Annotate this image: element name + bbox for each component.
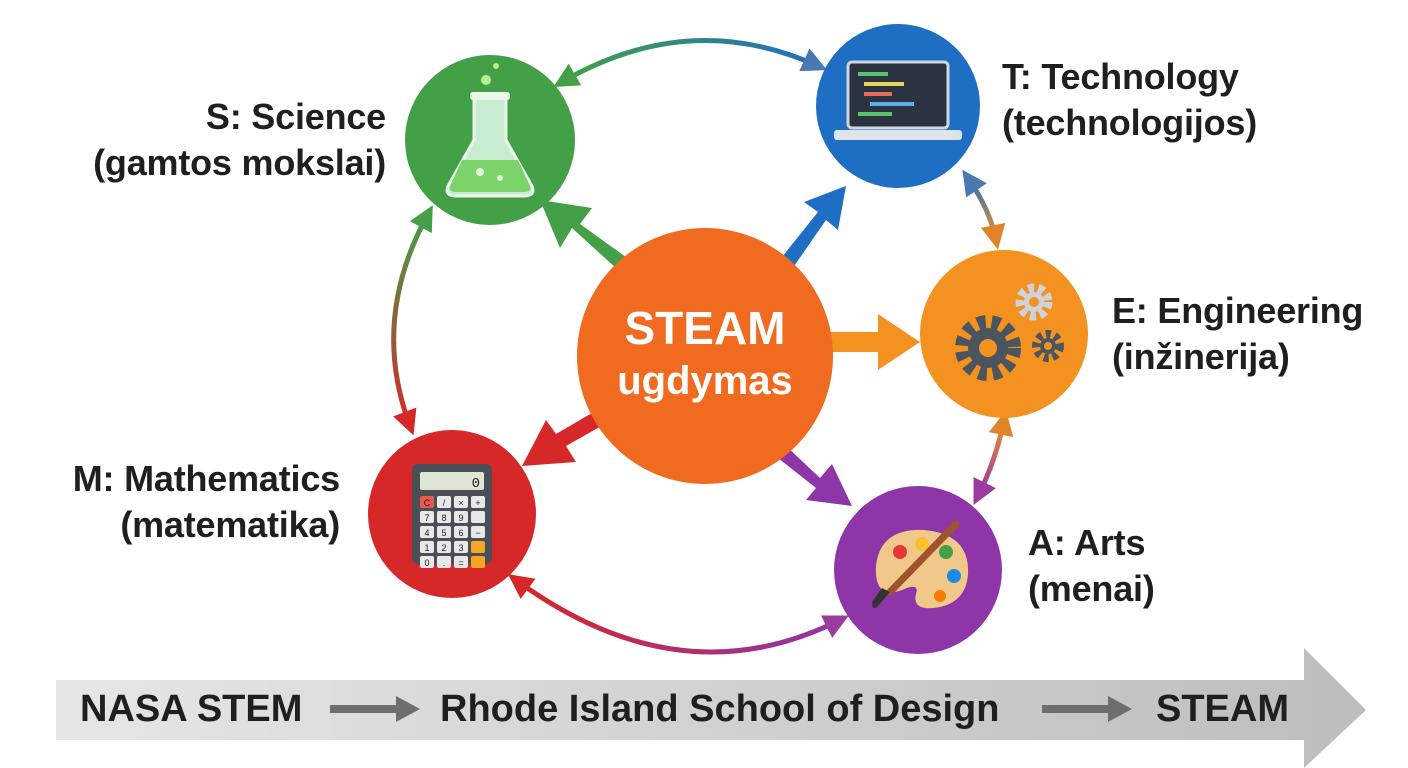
calculator-key	[454, 541, 468, 553]
calculator-key	[437, 541, 451, 553]
science-node	[405, 55, 575, 225]
calculator-key	[454, 511, 468, 523]
calculator-key-label: 0	[424, 558, 429, 568]
laptop-icon	[834, 60, 962, 140]
calculator-key	[420, 511, 434, 523]
calculator-key	[420, 541, 434, 553]
flask-icon	[445, 63, 535, 198]
calculator-key-label: 8	[441, 513, 446, 523]
calculator-key-label: C	[424, 498, 431, 508]
timeline-step-steam: STEAM	[1156, 688, 1289, 730]
arrow-center-to-engineering	[830, 314, 920, 370]
engineering-node	[920, 250, 1088, 418]
timeline-bar	[56, 648, 1366, 768]
mathematics-title: M: Mathematics	[72, 458, 340, 499]
calculator-key	[420, 496, 434, 508]
calculator-key	[454, 526, 468, 538]
engineering-title: E: Engineering	[1112, 290, 1364, 331]
arrow-center-to-arts	[778, 446, 852, 506]
calculator-key	[420, 526, 434, 538]
technology-subtitle: (technologijos)	[1002, 102, 1257, 143]
calculator-key	[437, 556, 451, 568]
calculator-key	[471, 541, 485, 553]
calculator-key-label: 1	[424, 543, 429, 553]
calculator-key-label: 5	[441, 528, 446, 538]
calculator-key-label: 7	[424, 513, 429, 523]
center-subtitle: ugdymas	[617, 359, 793, 403]
arts-title: A: Arts	[1028, 522, 1146, 563]
technology-label: T: Technology (technologijos)	[1002, 54, 1257, 146]
mathematics-label: M: Mathematics (matematika)	[73, 456, 340, 548]
calculator-icon: 0 C / × +7 8 9 4 5 6 − 1 2 3 0. =	[412, 464, 492, 568]
timeline-arrow-2	[1042, 696, 1132, 722]
calculator-key	[420, 556, 434, 568]
connector-arts-mathematics	[507, 574, 849, 655]
calculator-key-label: 4	[424, 528, 429, 538]
calculator-key	[471, 556, 485, 568]
science-title: S: Science	[205, 96, 386, 137]
center-node	[577, 228, 833, 484]
arts-label: A: Arts (menai)	[1028, 520, 1155, 612]
center-label: STEAM ugdymas	[578, 300, 832, 406]
timeline-arrow-1	[330, 696, 420, 722]
center-title: STEAM	[624, 302, 786, 354]
calculator-key-label: .	[443, 558, 446, 568]
palette-icon	[872, 520, 969, 609]
connector-science-technology	[553, 38, 828, 88]
calculator-key	[437, 526, 451, 538]
arts-node	[834, 486, 1002, 654]
calculator-key-label: −	[475, 528, 480, 538]
calculator-key-label: +	[475, 498, 480, 508]
arts-subtitle: (menai)	[1028, 568, 1155, 609]
science-subtitle: (gamtos mokslai)	[93, 142, 386, 183]
engineering-subtitle: (inžinerija)	[1112, 336, 1290, 377]
calculator-key-label: =	[458, 558, 463, 568]
science-label: S: Science (gamtos mokslai)	[93, 94, 386, 186]
engineering-label: E: Engineering (inžinerija)	[1112, 288, 1363, 380]
mathematics-subtitle: (matematika)	[120, 504, 340, 545]
calculator-key-label: /	[443, 498, 446, 508]
timeline-step-nasa: NASA STEM	[80, 688, 303, 730]
mathematics-node: 0 C / × +7 8 9 4 5 6 − 1 2 3 0. =	[368, 430, 536, 598]
calculator-key-label: 9	[458, 513, 463, 523]
arrow-center-to-mathematics	[522, 406, 612, 466]
technology-title: T: Technology	[1002, 56, 1239, 97]
calculator-key	[437, 496, 451, 508]
calculator-key	[471, 496, 485, 508]
technology-node	[816, 24, 980, 188]
calculator-key-label: 3	[458, 543, 463, 553]
calculator-key	[454, 556, 468, 568]
arrow-center-to-technology	[778, 186, 846, 272]
calculator-key	[471, 511, 485, 523]
gears-icon	[955, 283, 1064, 381]
connector-engineering-arts	[973, 410, 1014, 505]
arrow-center-to-science	[540, 200, 630, 270]
calculator-key-label: ×	[458, 498, 463, 508]
calculator-key	[437, 511, 451, 523]
calculator-key	[471, 526, 485, 538]
timeline-step-risd: Rhode Island School of Design	[440, 688, 1000, 730]
calculator-key-label: 6	[458, 528, 463, 538]
connector-technology-engineering	[962, 169, 1006, 250]
calculator-key-label: 2	[441, 543, 446, 553]
connector-mathematics-science	[391, 205, 433, 436]
calculator-display: 0	[472, 476, 480, 492]
calculator-key	[454, 496, 468, 508]
